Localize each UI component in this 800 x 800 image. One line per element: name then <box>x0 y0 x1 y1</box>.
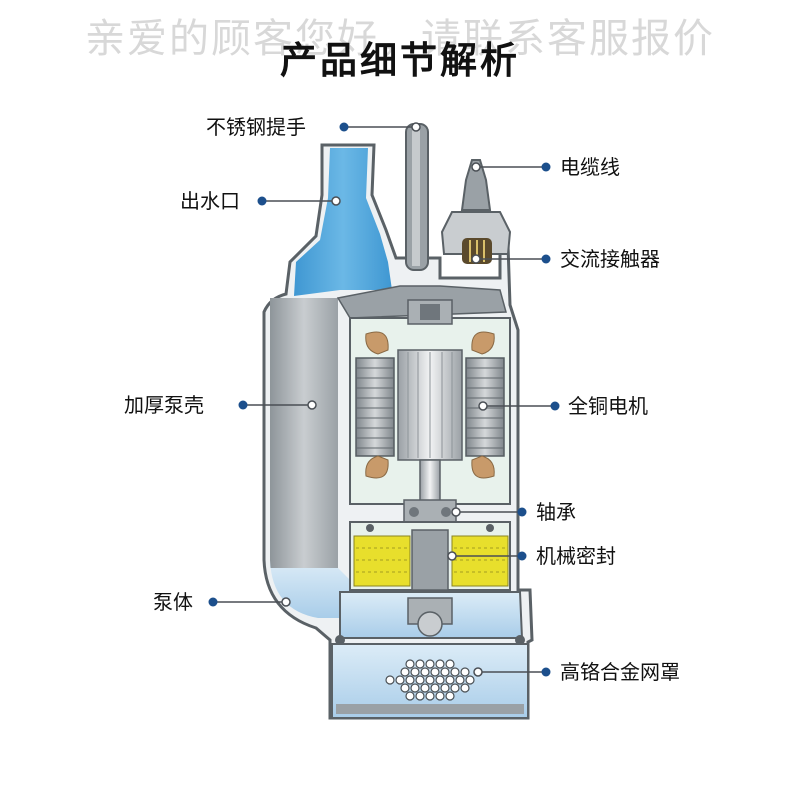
screen-hole <box>415 659 425 669</box>
screen-hole <box>450 667 460 677</box>
screen-hole <box>405 691 415 701</box>
screen-hole <box>410 683 420 693</box>
screen-hole <box>385 675 395 685</box>
screen-hole <box>450 683 460 693</box>
motor-assembly <box>349 299 511 611</box>
screen-hole <box>395 675 405 685</box>
screen-hole <box>445 659 455 669</box>
label-motor: 全铜电机 <box>568 394 648 418</box>
dot-outlet <box>257 196 267 206</box>
label-body: 泵体 <box>153 590 193 614</box>
impeller-chamber <box>335 591 525 645</box>
outlet-water <box>294 148 392 296</box>
dot-contactor-end <box>471 254 481 264</box>
dot-cable-end <box>471 162 481 172</box>
screen-hole <box>440 667 450 677</box>
dot-body <box>208 597 218 607</box>
screen-hole <box>425 691 435 701</box>
screen-hole <box>455 675 465 685</box>
screen-hole <box>460 683 470 693</box>
screen-hole <box>415 675 425 685</box>
bearing <box>403 499 457 525</box>
screen-hole <box>440 683 450 693</box>
screen-hole <box>400 683 410 693</box>
dot-handle <box>339 122 349 132</box>
copper-winding-bottom-left <box>365 455 389 479</box>
label-contactor: 交流接触器 <box>560 247 660 271</box>
dot-screen-end <box>473 667 483 677</box>
dot-shell-end <box>307 400 317 410</box>
stator-left <box>355 357 395 457</box>
label-cable: 电缆线 <box>560 155 620 179</box>
watermark-text: 亲爱的顾客您好，请联系客服报价 <box>85 16 715 62</box>
screen-hole <box>420 667 430 677</box>
dot-shell <box>238 400 248 410</box>
dot-handle-end <box>411 122 421 132</box>
label-screen: 高铬合金网罩 <box>560 660 680 684</box>
dot-bearing-end <box>451 507 461 517</box>
label-bearing: 轴承 <box>536 500 576 524</box>
dot-seal <box>517 551 527 561</box>
screen-hole <box>425 659 435 669</box>
oil-chamber-left <box>353 535 411 587</box>
oil-chamber-right <box>451 535 509 587</box>
label-shell: 加厚泵壳 <box>124 393 204 417</box>
screen-hole <box>415 691 425 701</box>
copper-winding-top-right <box>471 331 495 355</box>
copper-winding-top-left <box>365 331 389 355</box>
dot-contactor <box>541 254 551 264</box>
screen-hole <box>400 667 410 677</box>
screen-hole <box>410 667 420 677</box>
screen-hole <box>405 675 415 685</box>
dot-body-end <box>281 597 291 607</box>
pump-shell <box>270 298 338 568</box>
mechanical-seal-chamber <box>349 521 511 591</box>
screen-hole <box>465 675 475 685</box>
screen-hole <box>460 667 470 677</box>
screen-hole <box>435 659 445 669</box>
screen-holes <box>385 659 475 701</box>
screen-hole <box>420 683 430 693</box>
screen-hole <box>425 675 435 685</box>
dot-bearing <box>517 507 527 517</box>
dot-seal-end <box>447 551 457 561</box>
dot-motor <box>550 401 560 411</box>
label-handle: 不锈钢提手 <box>206 115 306 139</box>
screen-hole <box>445 691 455 701</box>
screen-hole <box>405 659 415 669</box>
screen-hole <box>435 675 445 685</box>
power-cable <box>440 159 512 264</box>
diagram-title: 产品细节解析 <box>280 39 520 82</box>
screen-hole <box>435 691 445 701</box>
screen-hole <box>430 683 440 693</box>
copper-winding-bottom-right <box>471 455 495 479</box>
dot-outlet-end <box>331 196 341 206</box>
dot-cable <box>541 162 551 172</box>
screen-hole <box>430 667 440 677</box>
alloy-screen <box>331 643 529 719</box>
stainless-handle <box>405 123 429 271</box>
label-outlet: 出水口 <box>180 189 240 213</box>
label-seal: 机械密封 <box>536 544 616 568</box>
dot-screen <box>541 667 551 677</box>
screen-hole <box>445 675 455 685</box>
dot-motor-end <box>478 401 488 411</box>
